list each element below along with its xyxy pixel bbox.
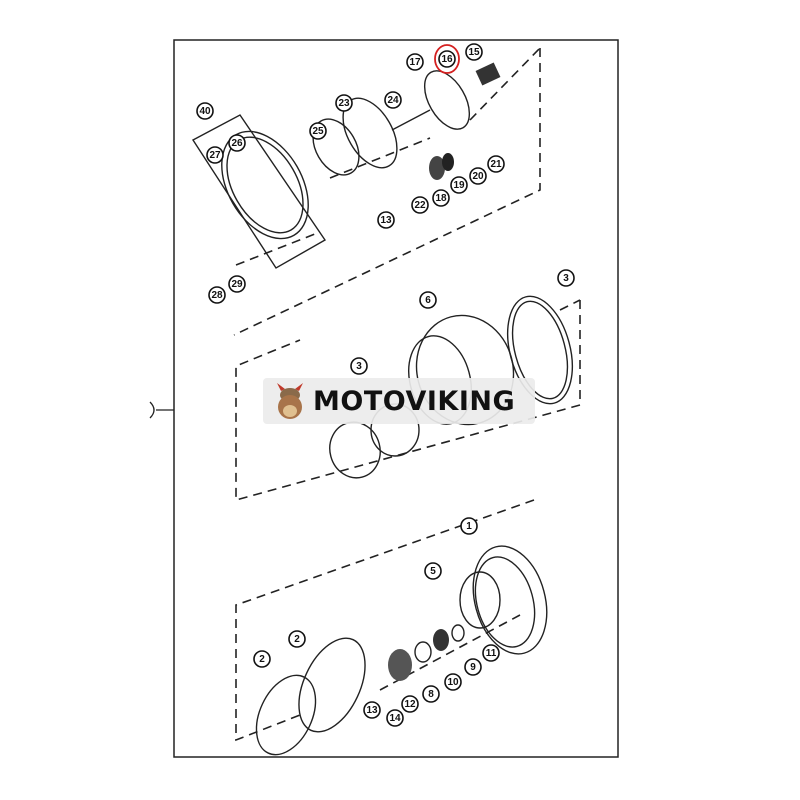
bearing-15 <box>475 62 501 86</box>
watermark: MOTOVIKING <box>263 378 535 424</box>
callout-20: 20 <box>469 167 487 185</box>
callout-label: 23 <box>338 98 350 109</box>
callout-6: 6 <box>419 291 437 309</box>
group-bracket <box>149 401 174 419</box>
callout-15: 15 <box>465 43 483 61</box>
callout-13: 13 <box>363 701 381 719</box>
callout-17: 17 <box>406 53 424 71</box>
lower-group-outline <box>235 499 535 742</box>
callout-26: 26 <box>228 134 246 152</box>
callout-label: 19 <box>453 180 465 191</box>
callout-label: 2 <box>259 654 265 665</box>
ring-2-front <box>255 674 317 756</box>
ring-2-back <box>298 637 366 733</box>
callout-label: 17 <box>409 57 421 68</box>
callout-25: 25 <box>309 122 327 140</box>
callout-8: 8 <box>422 685 440 703</box>
callout-label: 28 <box>211 290 223 301</box>
upper-axis-line <box>235 47 541 266</box>
callout-27: 27 <box>206 146 224 164</box>
diagram-frame <box>173 39 619 758</box>
washer-11 <box>451 624 465 642</box>
highlight-ring <box>434 44 460 74</box>
callout-label: 27 <box>209 150 221 161</box>
middle-group-outline <box>235 299 581 502</box>
callout-10: 10 <box>444 673 462 691</box>
watermark-text: MOTOVIKING <box>313 385 516 417</box>
callout-label: 1 <box>466 521 472 532</box>
callout-label: 20 <box>472 171 484 182</box>
callout-label: 8 <box>428 689 434 700</box>
callout-28: 28 <box>208 286 226 304</box>
callout-label: 13 <box>380 215 392 226</box>
callout-label: 21 <box>490 159 502 170</box>
callout-label: 2 <box>294 634 300 645</box>
callout-2: 2 <box>253 650 271 668</box>
carrier-17 <box>423 70 471 130</box>
housing-1 <box>472 545 548 655</box>
callout-label: 40 <box>199 106 211 117</box>
callout-22: 22 <box>411 196 429 214</box>
callout-3: 3 <box>350 357 368 375</box>
callout-label: 24 <box>387 95 399 106</box>
callout-label: 29 <box>231 279 243 290</box>
callout-label: 25 <box>312 126 324 137</box>
callout-label: 22 <box>414 200 426 211</box>
callout-14: 14 <box>386 709 404 727</box>
callout-23: 23 <box>335 94 353 112</box>
cover-assembly <box>191 114 327 269</box>
callout-1: 1 <box>460 517 478 535</box>
callout-label: 26 <box>231 138 243 149</box>
callout-label: 10 <box>447 677 459 688</box>
callout-label: 12 <box>404 699 416 710</box>
callout-label: 18 <box>435 193 447 204</box>
callout-24: 24 <box>384 91 402 109</box>
callout-label: 3 <box>356 361 362 372</box>
callout-label: 16 <box>441 54 453 65</box>
callout-12: 12 <box>401 695 419 713</box>
gear-18 <box>429 156 445 180</box>
callout-21: 21 <box>487 155 505 173</box>
callout-29: 29 <box>228 275 246 293</box>
upper-group-outline <box>233 48 541 336</box>
shaft-24 <box>391 109 431 131</box>
callout-label: 15 <box>468 47 480 58</box>
callout-label: 5 <box>430 566 436 577</box>
callout-label: 14 <box>389 713 401 724</box>
callout-3: 3 <box>557 269 575 287</box>
callout-16: 16 <box>434 44 460 74</box>
callout-2: 2 <box>288 630 306 648</box>
callout-label: 6 <box>425 295 431 306</box>
viking-logo-icon <box>277 383 303 419</box>
callout-label: 9 <box>470 662 476 673</box>
callout-label: 11 <box>486 648 497 659</box>
callout-19: 19 <box>450 176 468 194</box>
gear-8 <box>388 649 412 681</box>
callout-13: 13 <box>377 211 395 229</box>
gasket-25 <box>312 118 360 176</box>
callout-18: 18 <box>432 189 450 207</box>
callout-label: 3 <box>563 273 569 284</box>
callout-9: 9 <box>464 658 482 676</box>
callout-11: 11 <box>482 644 500 662</box>
callout-5: 5 <box>424 562 442 580</box>
bearing-9 <box>433 629 449 651</box>
callout-40: 40 <box>196 102 214 120</box>
callout-label: 13 <box>366 705 378 716</box>
spacer-10 <box>414 641 432 663</box>
bearing-19 <box>442 153 454 171</box>
